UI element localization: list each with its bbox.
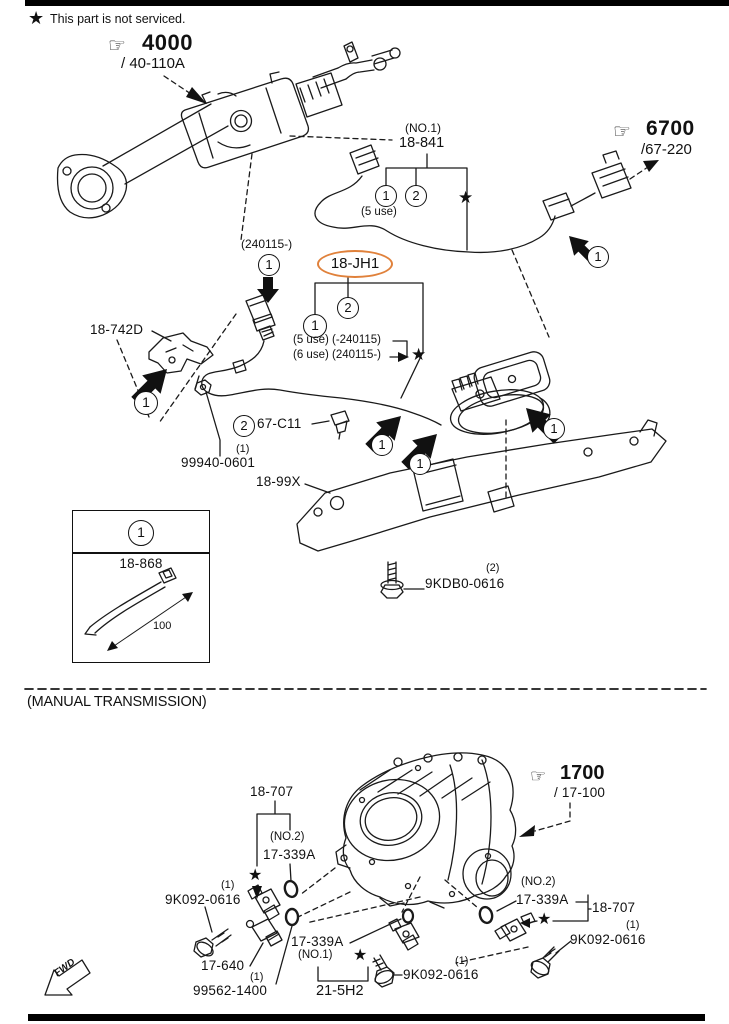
callout-2-18jh1: 2 — [337, 297, 359, 319]
arrowhead-6700 — [643, 160, 659, 172]
callout-1-module-c: 1 — [543, 418, 565, 440]
part-9k092-mid: 9K092-0616 — [403, 967, 479, 982]
switch-17640-drawing — [245, 918, 283, 947]
callout-1-harness-right: 1 — [587, 246, 609, 268]
inset-box-18868: 1 18-868 100 — [72, 510, 210, 663]
use-note-18841: (5 use) — [361, 206, 397, 218]
hand-icon: ☞ — [613, 121, 631, 143]
use-note-18jh1-b: (6 use) (240115-) — [293, 349, 381, 361]
bottom-border-bar — [28, 1014, 705, 1021]
hand-icon: ☞ — [530, 766, 547, 786]
notice-text: This part is not serviced. — [50, 12, 186, 26]
date-note-240115: (240115-) — [241, 237, 293, 251]
callout-1-18jh1: 1 — [303, 314, 327, 338]
plate-1899x-drawing — [296, 419, 667, 552]
bolt-9k092-mid-drawing — [372, 954, 395, 988]
note-no1-mid: (NO.1) — [298, 949, 333, 961]
star-icon-mid-group: ★ — [353, 947, 368, 964]
part-67c11: 67-C11 — [257, 416, 302, 431]
qty-9kdb0: (2) — [486, 562, 500, 574]
part-18jh1: 18-JH1 — [330, 255, 380, 273]
harness-18841-drawing — [314, 144, 632, 254]
note-no2-left: (NO.2) — [270, 831, 305, 843]
fwd-arrow — [44, 959, 91, 996]
callout-2-67c11: 2 — [233, 415, 255, 437]
ref-1700-number: 1700 — [560, 762, 605, 784]
qty-9k092-left: (1) — [221, 879, 235, 891]
qty-99940: (1) — [236, 443, 250, 455]
ref-6700-number: 6700 — [646, 117, 695, 140]
part-9kdb0: 9KDB0-0616 — [425, 576, 505, 591]
nox-sensor-module-drawing — [449, 351, 551, 435]
callout-1-inset: 1 — [128, 520, 154, 546]
bolt-9k092-right-drawing — [530, 946, 560, 979]
oring-17339a-right — [478, 905, 494, 925]
part-215h2: 21-5H2 — [316, 983, 364, 999]
note-no2-right: (NO.2) — [521, 876, 556, 888]
part-9k092-left: 9K092-0616 — [165, 892, 241, 907]
part-9k092-right: 9K092-0616 — [570, 932, 646, 947]
camshaft-sensor-left-drawing — [247, 884, 281, 921]
part-1899x: 18-99X — [256, 474, 301, 489]
ref-1700-code: / 17-100 — [554, 785, 606, 800]
callout-2-18841: 2 — [405, 185, 427, 207]
part-99562: 99562-1400 — [193, 983, 268, 998]
harness-18841-note: (NO.1) — [405, 121, 441, 135]
callout-lines-18jh1 — [314, 276, 424, 399]
part-18742d: 18-742D — [90, 322, 144, 337]
use-note-18jh1-a: (5 use) (-240115) — [293, 334, 381, 346]
arrowhead-1700 — [519, 825, 535, 837]
inset-box-header — [73, 511, 209, 554]
exhaust-assembly-drawing — [56, 41, 401, 219]
ref-4000-code: / 40-110A — [121, 55, 185, 72]
bolt-9kdb0-drawing — [380, 561, 425, 599]
section-heading-mt: (MANUAL TRANSMISSION) — [27, 694, 207, 710]
callout-1-o2-sensor: 1 — [258, 254, 280, 276]
leader-lines-dashed-upper — [116, 75, 649, 499]
star-icon-left-group: ★ — [248, 867, 263, 884]
oring-17339a-mid — [401, 908, 415, 924]
callout-1-module-b: 1 — [409, 453, 431, 475]
qty-9k092-mid: (1) — [455, 955, 469, 967]
part-18841: 18-841 — [399, 135, 445, 151]
oring-17339a-left-upper — [283, 879, 299, 899]
top-border-bar — [25, 0, 729, 6]
transmission-drawing — [335, 752, 517, 909]
callout-1-module-a: 1 — [371, 434, 393, 456]
part-18868: 18-868 — [119, 556, 163, 571]
ref-4000-number: 4000 — [142, 30, 193, 55]
callout-lines-lower — [204, 800, 592, 985]
clip-67c11-drawing — [311, 410, 350, 440]
arrowhead-40110a — [186, 87, 207, 104]
bolt-9k092-left-drawing — [193, 928, 232, 958]
star-icon-18841: ★ — [458, 188, 474, 207]
hand-icon: ☞ — [108, 35, 126, 57]
star-icon-right-group: ★ — [537, 911, 552, 928]
dim-100: 100 — [153, 620, 172, 632]
oring-17339a-left-lower — [284, 907, 300, 927]
part-18707-left: 18-707 — [250, 784, 294, 799]
part-17339a-left: 17-339A — [263, 847, 316, 862]
part-18707-right: 18-707 — [592, 900, 636, 915]
o2-sensor-drawing — [201, 294, 442, 426]
callout-1-18742d: 1 — [134, 391, 158, 415]
bracket-18742d-drawing — [148, 330, 221, 457]
part-17640: 17-640 — [201, 958, 245, 973]
qty-99562: (1) — [250, 971, 264, 983]
part-99940: 99940-0601 — [181, 455, 256, 470]
star-icon: ★ — [28, 8, 45, 28]
qty-9k092-right: (1) — [626, 919, 640, 931]
ref-6700-code: /67-220 — [641, 141, 692, 158]
part-17339a-mid: 17-339A — [291, 934, 344, 949]
leader-lines-dashed-lower — [297, 802, 571, 964]
callout-lines-18841 — [385, 153, 468, 251]
highlight-ellipse-18jh1: 18-JH1 — [317, 250, 393, 278]
callout-1-18841: 1 — [375, 185, 397, 207]
cable-tie-18868-drawing — [84, 567, 193, 651]
crank-sensor-mid-drawing — [388, 918, 420, 951]
star-icon-18jh1: ★ — [411, 345, 427, 364]
part-17339a-right: 17-339A — [516, 892, 569, 907]
